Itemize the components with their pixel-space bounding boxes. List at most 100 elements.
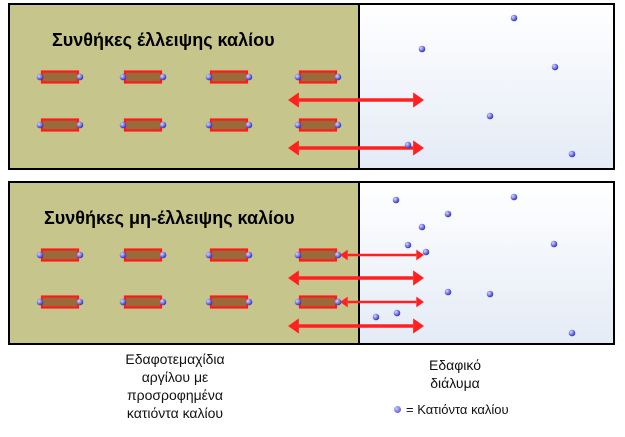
potassium-ion <box>393 309 401 317</box>
potassium-ion <box>245 298 253 306</box>
clay-particle <box>123 295 163 309</box>
potassium-ion <box>294 298 302 306</box>
clay-zone-deficiency <box>8 3 360 170</box>
arrow-head-right <box>413 270 424 286</box>
potassium-ion <box>159 251 167 259</box>
potassium-ion <box>334 121 342 129</box>
solution-zone-deficiency <box>358 3 615 170</box>
caption-solution-line: Εδαφικό <box>428 357 482 373</box>
caption-clay-line: Εδαφοτεμαχίδια <box>125 351 225 367</box>
potassium-ion <box>76 298 84 306</box>
potassium-ion <box>444 288 452 296</box>
arrow-head-left <box>340 249 348 261</box>
caption-clay-line: αργίλου με <box>141 369 209 385</box>
potassium-ion <box>392 196 400 204</box>
potassium-ion <box>568 150 576 158</box>
arrow-head-left <box>288 92 299 108</box>
potassium-ion-icon <box>394 406 401 413</box>
arrow-head-right <box>416 296 424 308</box>
exchange-arrows-sufficiency <box>288 249 424 334</box>
solution-ions-sufficiency <box>372 193 576 337</box>
clay-particle <box>123 70 163 84</box>
potassium-ion <box>510 193 518 201</box>
caption-clay-line: προσροφημένα <box>126 387 224 403</box>
clay-particle <box>298 295 338 309</box>
legend-label: = Κατιόντα καλίου <box>406 402 509 417</box>
potassium-ion <box>119 251 127 259</box>
potassium-ion <box>245 73 253 81</box>
potassium-ion <box>404 241 412 249</box>
potassium-ion <box>334 73 342 81</box>
clay-particles-deficiency <box>36 70 342 132</box>
potassium-ion <box>422 248 430 256</box>
potassium-ion <box>76 73 84 81</box>
potassium-ion <box>76 121 84 129</box>
arrow-head-right <box>413 318 424 334</box>
potassium-ion <box>159 73 167 81</box>
panel-deficiency: Συνθήκες έλλειψης καλίου <box>8 3 615 170</box>
clay-particles-sufficiency <box>36 248 342 309</box>
potassium-ion <box>36 251 44 259</box>
clay-zone-sufficiency <box>8 181 360 345</box>
clay-particle <box>40 248 80 262</box>
clay-particle <box>209 295 249 309</box>
potassium-ion <box>159 298 167 306</box>
potassium-ion <box>568 329 576 337</box>
potassium-ion <box>119 121 127 129</box>
potassium-ion <box>245 251 253 259</box>
potassium-ion <box>550 240 558 248</box>
clay-particle <box>40 70 80 84</box>
clay-particle <box>298 118 338 132</box>
arrow-head-left <box>288 140 299 156</box>
arrow-head-left <box>340 296 348 308</box>
arrow-head-right <box>416 249 424 261</box>
clay-particle <box>40 295 80 309</box>
potassium-ion <box>294 121 302 129</box>
solution-ions-deficiency <box>404 14 576 158</box>
arrow-head-right <box>413 92 424 108</box>
caption-clay-particles: Εδαφοτεμαχίδια αργίλου με προσροφημένα κ… <box>80 350 270 422</box>
potassium-ion <box>119 73 127 81</box>
potassium-ion <box>510 14 518 22</box>
potassium-ion <box>245 121 253 129</box>
clay-particle <box>298 248 338 262</box>
clay-particle <box>209 70 249 84</box>
potassium-ion <box>418 223 426 231</box>
potassium-ion <box>486 112 494 120</box>
potassium-ion <box>444 210 452 218</box>
potassium-ion <box>551 63 559 71</box>
potassium-ion <box>294 251 302 259</box>
caption-clay-line: κατιόντα καλίου <box>126 405 224 421</box>
potassium-ion <box>205 121 213 129</box>
potassium-ion <box>205 251 213 259</box>
arrow-head-right <box>413 140 424 156</box>
potassium-ion <box>334 251 342 259</box>
potassium-ion <box>486 290 494 298</box>
clay-particle <box>209 118 249 132</box>
exchange-arrows-deficiency <box>288 92 424 156</box>
potassium-ion <box>119 298 127 306</box>
potassium-ion <box>205 73 213 81</box>
caption-solution-line: διάλυμα <box>430 375 480 391</box>
potassium-ion <box>205 298 213 306</box>
potassium-ion <box>36 298 44 306</box>
potassium-ion <box>294 73 302 81</box>
panel-title-sufficiency: Συνθήκες μη-έλλειψης καλίου <box>44 208 295 228</box>
legend: = Κατιόντα καλίου <box>394 402 509 417</box>
clay-particle <box>40 118 80 132</box>
arrow-head-left <box>288 270 299 286</box>
potassium-ion <box>159 121 167 129</box>
caption-soil-solution: Εδαφικό διάλυμα <box>405 356 505 392</box>
potassium-ion <box>372 313 380 321</box>
potassium-ion <box>36 121 44 129</box>
potassium-ion <box>404 141 412 149</box>
clay-particle <box>123 248 163 262</box>
arrow-head-left <box>288 318 299 334</box>
potassium-ion <box>36 73 44 81</box>
panel-title-deficiency: Συνθήκες έλλειψης καλίου <box>52 30 275 50</box>
clay-particle <box>298 70 338 84</box>
potassium-ion <box>418 45 426 53</box>
panel-sufficiency: Συνθήκες μη-έλλειψης καλίου <box>8 181 615 345</box>
solution-zone-sufficiency <box>358 181 615 345</box>
